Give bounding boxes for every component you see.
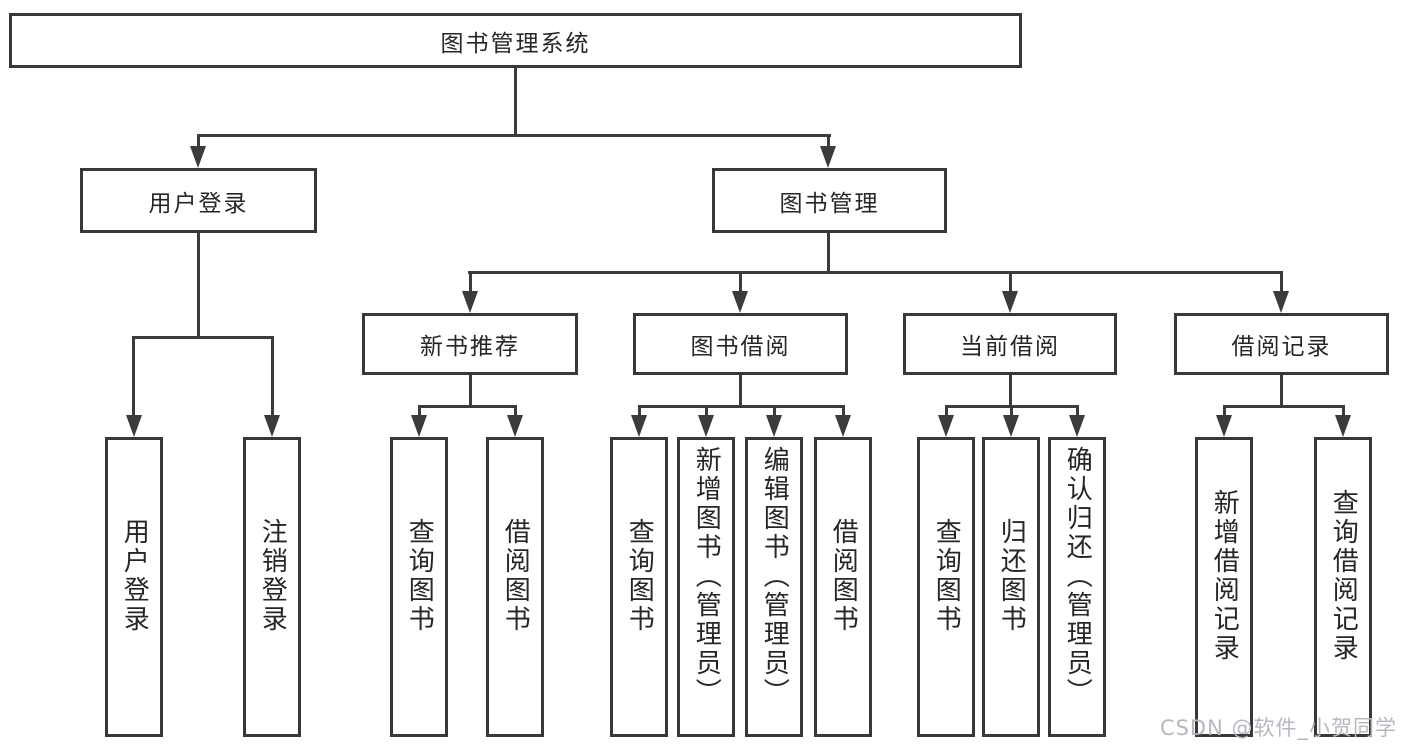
watermark: CSDN @软件_小贺同学 (1159, 716, 1397, 740)
node-query-books-recommendation: 查询图书 (390, 437, 448, 737)
node-label: 确认归还（管理员） (1062, 445, 1093, 707)
arrowhead-down-icon (1216, 415, 1232, 437)
node-label: 用户登录 (148, 190, 249, 217)
node-label: 注销登录 (257, 518, 288, 634)
connector-hline (468, 271, 1282, 274)
arrowhead-down-icon (190, 146, 206, 168)
arrowhead-down-icon (1002, 291, 1018, 313)
node-borrow-books-borrowing: 借阅图书 (814, 437, 872, 737)
arrowhead-down-icon (411, 415, 427, 437)
node-label: 查询图书 (931, 518, 962, 634)
arrowhead-down-icon (938, 415, 954, 437)
connector-hline (418, 405, 517, 408)
connector-vline (1010, 405, 1013, 418)
connector-vline (514, 405, 517, 418)
connector-vline (705, 405, 708, 418)
node-book-management: 图书管理 (712, 168, 947, 233)
connector-vline (514, 68, 517, 135)
node-label: 当前借阅 (960, 334, 1060, 360)
connector-vline (739, 271, 742, 294)
node-label: 用户登录 (119, 518, 150, 634)
arrowhead-down-icon (732, 291, 748, 313)
node-label: 新书推荐 (420, 334, 520, 360)
node-label: 借阅记录 (1231, 334, 1332, 360)
node-add-borrow-record: 新增借阅记录 (1195, 437, 1253, 737)
node-user-login: 用户登录 (80, 168, 317, 233)
connector-hline (1223, 405, 1345, 408)
connector-vline (469, 375, 472, 407)
connector-hline (132, 336, 274, 339)
arrowhead-down-icon (1003, 415, 1019, 437)
arrowhead-down-icon (698, 415, 714, 437)
node-return-books: 归还图书 (982, 437, 1040, 737)
node-label: 新增借阅记录 (1209, 489, 1240, 663)
node-label: 借阅图书 (828, 518, 859, 634)
node-library-management-system: 图书管理系统 (9, 13, 1022, 68)
node-label: 查询借阅记录 (1328, 489, 1359, 663)
arrowhead-down-icon (462, 291, 478, 313)
arrowhead-down-icon (507, 415, 523, 437)
arrowhead-down-icon (1069, 415, 1085, 437)
node-query-books-borrowing: 查询图书 (610, 437, 668, 737)
node-label: 借阅图书 (500, 518, 531, 634)
node-user-login-leaf: 用户登录 (105, 437, 163, 737)
connector-vline (418, 405, 421, 418)
connector-vline (945, 405, 948, 418)
connector-vline (638, 405, 641, 418)
node-label: 编辑图书（管理员） (759, 445, 790, 707)
connector-vline (271, 336, 274, 417)
connector-vline (1076, 405, 1079, 418)
connector-vline (1280, 271, 1283, 294)
node-label: 图书借阅 (690, 334, 791, 360)
node-confirm-return-admin: 确认归还（管理员） (1048, 437, 1106, 737)
connector-vline (132, 336, 135, 417)
connector-vline (827, 134, 830, 148)
arrowhead-down-icon (126, 415, 142, 437)
node-label: 图书管理 (779, 190, 880, 217)
connector-vline (1223, 405, 1226, 418)
arrowhead-down-icon (820, 146, 836, 168)
node-borrowing-records: 借阅记录 (1174, 313, 1389, 375)
arrowhead-down-icon (264, 415, 280, 437)
node-borrow-books-recommendation: 借阅图书 (486, 437, 544, 737)
arrowhead-down-icon (1335, 415, 1351, 437)
connector-vline (773, 405, 776, 418)
connector-hline (638, 405, 845, 408)
connector-hline (197, 134, 831, 137)
connector-vline (1009, 271, 1012, 294)
node-add-books-admin: 新增图书（管理员） (677, 437, 735, 737)
arrowhead-down-icon (631, 415, 647, 437)
node-label: 归还图书 (996, 518, 1027, 634)
arrowhead-down-icon (1273, 291, 1289, 313)
connector-vline (1342, 405, 1345, 418)
connector-vline (469, 271, 472, 294)
arrowhead-down-icon (766, 415, 782, 437)
node-query-borrow-record: 查询借阅记录 (1314, 437, 1372, 737)
node-new-book-recommendation: 新书推荐 (362, 313, 578, 375)
node-edit-books-admin: 编辑图书（管理员） (745, 437, 803, 737)
connector-vline (827, 233, 830, 274)
node-label: 查询图书 (404, 518, 435, 634)
node-query-books-current: 查询图书 (917, 437, 975, 737)
node-label: 图书管理系统 (440, 30, 591, 57)
connector-vline (1280, 375, 1283, 407)
connector-vline (197, 134, 200, 148)
node-label: 查询图书 (624, 518, 655, 634)
node-logout: 注销登录 (243, 437, 301, 737)
node-current-borrowing: 当前借阅 (903, 313, 1117, 375)
connector-vline (842, 405, 845, 418)
node-label: 新增图书（管理员） (691, 445, 722, 707)
node-book-borrowing: 图书借阅 (633, 313, 848, 375)
arrowhead-down-icon (835, 415, 851, 437)
connector-vline (1009, 375, 1012, 407)
connector-vline (197, 233, 200, 338)
connector-vline (739, 375, 742, 407)
